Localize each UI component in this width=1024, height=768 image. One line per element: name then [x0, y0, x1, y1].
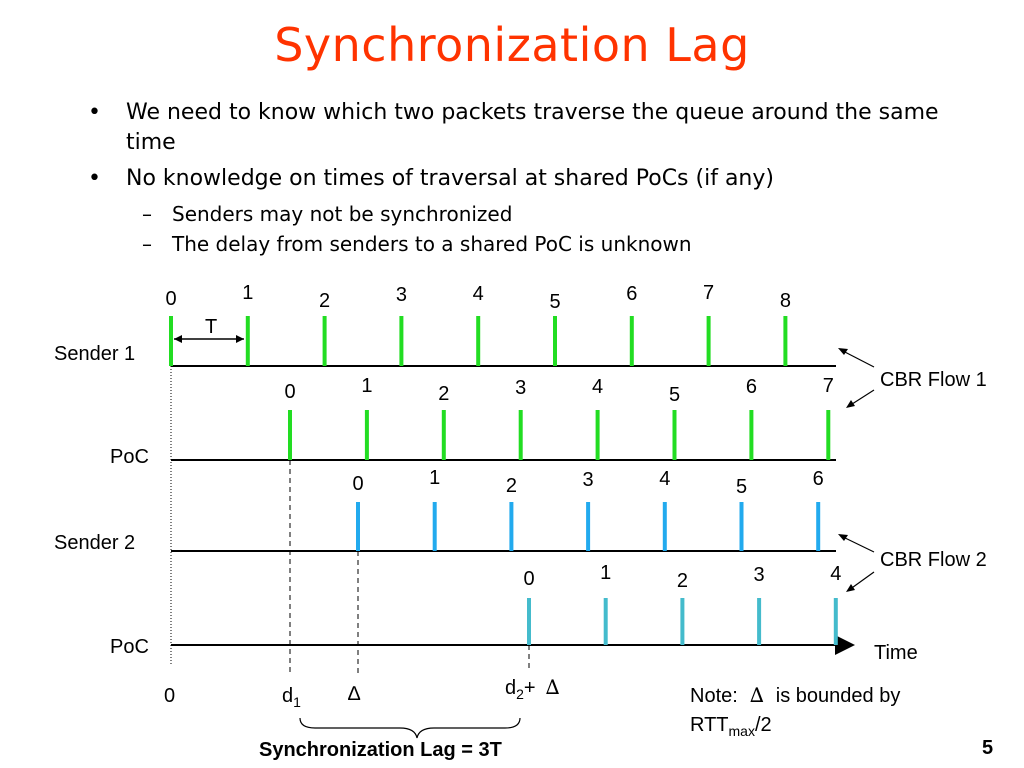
d2-delta-label: d2+∆: [505, 675, 560, 702]
cbr-flow1-label: CBR Flow 1: [880, 369, 987, 391]
poc2-packet-label: 3: [754, 564, 765, 586]
bullet-dot-icon: •: [88, 100, 101, 125]
d1-label: d1: [282, 685, 301, 710]
sender2-packet-label: 3: [583, 469, 594, 491]
sub-bullet-1: – Senders may not be synchronized: [80, 200, 960, 228]
sender1-packet-label: 7: [703, 282, 714, 304]
poc1-packet-label: 6: [746, 376, 757, 398]
sender2-packet-label: 5: [736, 476, 747, 498]
sender2-packet-label: 0: [352, 473, 363, 495]
flow1-pointer-bottom-arrow-icon: [846, 400, 855, 408]
cbr-flow2-label: CBR Flow 2: [880, 549, 987, 571]
sender1-packet-label: 4: [473, 283, 484, 305]
sender2-packet-label: 4: [659, 468, 670, 490]
bullet-1-text: We need to know which two packets traver…: [126, 100, 939, 155]
period-arrow-left-icon: [174, 335, 182, 343]
sub-bullet-1-text: Senders may not be synchronized: [172, 202, 513, 226]
poc1-packet-label: 5: [669, 384, 680, 406]
sender1-packet-label: 6: [626, 283, 637, 305]
sender1-packet-label: 1: [242, 282, 253, 304]
flow1-pointer-top-arrow-icon: [838, 348, 848, 355]
row-label-sender1: Sender 1: [54, 343, 135, 365]
time-axis-label: Time: [874, 642, 918, 664]
row-label-sender2: Sender 2: [54, 532, 135, 554]
row-label-poc2: PoC: [110, 636, 149, 658]
sender2-packets: 0 1 2 3 4 5 6: [352, 467, 824, 551]
period-label: T: [205, 316, 217, 338]
sender2-packet-label: 2: [506, 475, 517, 497]
bullet-dot-icon: •: [88, 166, 101, 191]
sub-bullet-2-text: The delay from senders to a shared PoC i…: [172, 232, 692, 256]
poc1-packet-label: 4: [592, 376, 603, 398]
slide-title: Synchronization Lag: [274, 18, 750, 72]
poc1-packet-label: 2: [438, 383, 449, 405]
sender1-packet-label: 8: [780, 290, 791, 312]
poc1-packet-label: 7: [823, 375, 834, 397]
dash-icon: –: [142, 232, 152, 256]
poc2-packet-label: 2: [677, 570, 688, 592]
sender2-packet-label: 6: [813, 468, 824, 490]
sender1-packet-label: 0: [165, 288, 176, 310]
row-label-poc1: PoC: [110, 446, 149, 468]
poc2-packet-label: 0: [523, 568, 534, 590]
poc1-packet-label: 1: [361, 375, 372, 397]
flow2-pointer-bottom: [848, 571, 875, 591]
delta-label: ∆: [348, 683, 361, 705]
bullet-2-text: No knowledge on times of traversal at sh…: [126, 166, 774, 191]
poc1-packet-label: 3: [515, 377, 526, 399]
flow2-pointer-bottom-arrow-icon: [846, 584, 855, 592]
sender1-packet-label: 3: [396, 284, 407, 306]
poc2-packets: 0 1 2 3 4: [523, 562, 841, 645]
sender1-packet-label: 5: [549, 291, 560, 313]
poc2-packet-label: 4: [830, 563, 841, 585]
poc1-packet-label: 0: [284, 381, 295, 403]
sync-lag-label: Synchronization Lag = 3T: [259, 739, 502, 761]
dash-icon: –: [142, 202, 152, 226]
sender1-packets: 0 1 2 3 4 5 6 7 8: [165, 282, 791, 366]
sender2-packet-label: 1: [429, 467, 440, 489]
flow1-pointer-top: [840, 349, 875, 368]
note-line1: Note:∆is bounded by: [690, 683, 900, 707]
origin-label: 0: [164, 685, 175, 707]
flow2-pointer-top-arrow-icon: [838, 534, 848, 541]
bullet-2: • No knowledge on times of traversal at …: [80, 164, 960, 194]
bullet-1: • We need to know which two packets trav…: [80, 98, 960, 158]
page-number: 5: [982, 737, 993, 759]
poc1-packets: 0 1 2 3 4 5 6 7: [284, 375, 834, 460]
bullet-list: • We need to know which two packets trav…: [80, 98, 960, 258]
period-arrow-right-icon: [236, 335, 244, 343]
sender1-packet-label: 2: [319, 290, 330, 312]
note-line2: RTTmax/2: [690, 714, 772, 739]
sub-bullet-2: – The delay from senders to a shared PoC…: [80, 230, 960, 258]
sync-lag-brace: [299, 717, 521, 739]
flow2-pointer-top: [840, 535, 875, 553]
poc2-packet-label: 1: [600, 562, 611, 584]
